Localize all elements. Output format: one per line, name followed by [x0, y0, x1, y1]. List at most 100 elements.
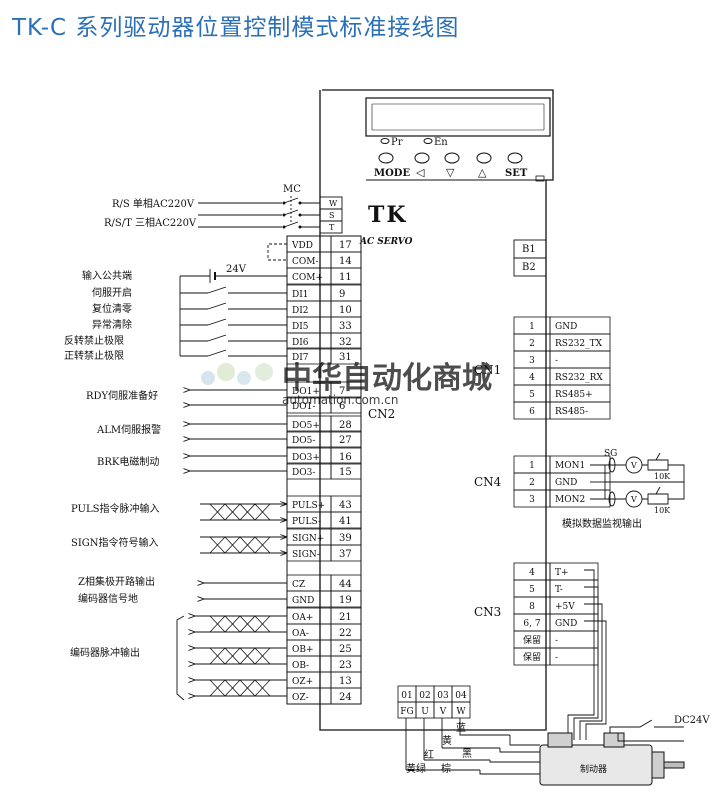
table-row-name: RS232_RX — [555, 373, 603, 383]
cn2-pin-name: GND — [292, 596, 314, 606]
wire-yellow-green: 黄绿 — [406, 762, 426, 775]
table-row-name: MON1 — [555, 461, 585, 471]
cn2-pin-name: VDD — [291, 241, 313, 251]
cn4-sg-label: SG — [604, 449, 617, 459]
contactor-label: MC — [283, 184, 301, 195]
label-servo-on: 伺服开启 — [92, 286, 132, 299]
label-puls: PULS指令脉冲输入 — [71, 502, 159, 515]
led-en-label: En — [434, 137, 448, 148]
brake-pin-b1: B1 — [522, 244, 536, 255]
cn2-pin-name: CZ — [292, 580, 305, 590]
cn2-pin-name: DO1- — [292, 402, 315, 412]
cn4-caption: 模拟数据监视输出 — [562, 517, 642, 530]
cn2-pin-number: 14 — [339, 256, 352, 267]
cn2-pin-number-cell — [330, 284, 362, 302]
cn2-pin-name: OA- — [292, 629, 309, 639]
cn2-pin-name: OB- — [292, 661, 309, 671]
label-z-phase: Z相集极开路输出 — [78, 575, 155, 588]
cn2-wiring — [176, 243, 287, 701]
motor-wiring — [405, 718, 540, 775]
motor-pin-number: 01 — [401, 691, 412, 701]
cn2-pin-number: 19 — [339, 595, 352, 606]
cn3-wiring — [567, 569, 607, 740]
cn2-pin-number: 6 — [339, 401, 345, 412]
dc24v-label: DC24V — [674, 715, 710, 726]
cn2-pin-number: 44 — [339, 579, 352, 590]
label-brk: BRK电磁制动 — [97, 455, 159, 468]
cn3-label: CN3 — [474, 605, 501, 619]
cn2-pin-number: 27 — [339, 435, 352, 446]
motor-pin-name: W — [456, 707, 466, 717]
table-row-no: 4 — [529, 568, 535, 578]
watermark-en: automation.com.cn — [282, 393, 399, 407]
table-row-no: 3 — [529, 495, 535, 505]
brake-label: 制动器 — [580, 763, 607, 775]
terminal-w: W — [329, 199, 338, 208]
cn2-pin-name: OZ+ — [292, 677, 313, 687]
cn2-pin-number: 31 — [339, 352, 352, 363]
terminal-t: T — [329, 223, 335, 232]
cn2-pin-name: SIGN+ — [292, 534, 324, 544]
cn2-pin-number: 9 — [339, 289, 345, 300]
cn4-monitor-wiring — [590, 452, 685, 508]
cn2-pin-number: 15 — [339, 467, 352, 478]
power-terminal-block — [198, 196, 343, 234]
model-label: AC SERVO — [359, 237, 413, 247]
cn2-pin-number: 16 — [339, 452, 352, 463]
table-row-no: 3 — [529, 356, 535, 366]
table-row-name: - — [555, 653, 558, 663]
cn2-pin-number: 33 — [339, 321, 352, 332]
table-row-no: 2 — [529, 478, 535, 488]
cn2-pin-name: DO3- — [292, 468, 315, 478]
pot-10k-1: 10K — [654, 472, 671, 481]
key-mode-label: MODE — [374, 168, 410, 179]
label-alm: ALM伺服报警 — [96, 423, 161, 436]
power-line-1: R/S 单相AC220V — [112, 197, 195, 210]
table-cell-name — [549, 489, 611, 508]
label-sign: SIGN指令符号输入 — [71, 536, 159, 549]
cn2-pin-name: OB+ — [292, 645, 314, 655]
cn2-pin-number: 23 — [339, 660, 352, 671]
wire-red: 红 — [424, 748, 434, 761]
label-reset: 复位清零 — [92, 302, 132, 315]
label-enc-pulse: 编码器脉冲输出 — [70, 646, 140, 659]
key-up-label: △ — [478, 166, 487, 179]
cn2-pin-name: OZ- — [292, 693, 309, 703]
cn2-pin-number: 10 — [339, 305, 352, 316]
brand-logo: TK — [368, 202, 408, 228]
motor-pin-name: U — [421, 707, 429, 717]
cn2-pin-number: 22 — [339, 628, 352, 639]
table-row-name: GND — [555, 478, 577, 488]
servo-motor-drawing — [539, 732, 685, 786]
motor-pin-name: FG — [400, 707, 413, 717]
cn2-pin-name: DO5- — [292, 436, 315, 446]
cn2-pin-number: 17 — [339, 240, 352, 251]
motor-pin-number: 04 — [455, 691, 467, 701]
label-common: 输入公共端 — [82, 269, 132, 282]
cn2-pin-name: DI2 — [292, 306, 309, 316]
motor-pin-name: V — [439, 707, 447, 717]
table-row-no: 8 — [529, 602, 535, 612]
cn2-pin-number: 21 — [339, 612, 352, 623]
brake-terminal-block — [513, 239, 547, 277]
motor-pin-number: 02 — [419, 691, 430, 701]
led-pr-label: Pr — [391, 137, 403, 148]
table-row-no: 1 — [529, 461, 535, 471]
wire-blue: 蓝 — [456, 722, 466, 734]
key-down-label: ▽ — [446, 166, 455, 179]
cn2-pin-name: DI1 — [292, 290, 309, 300]
pot-10k-2: 10K — [654, 506, 671, 515]
cn2-pin-number: 24 — [339, 692, 352, 703]
watermark-logo — [201, 363, 273, 385]
cn2-pin-name: PULS+ — [292, 501, 325, 511]
table-row-name: - — [555, 356, 558, 366]
cn2-pin-name: DI6 — [292, 338, 309, 348]
table-row-no: 2 — [529, 339, 535, 349]
label-rdy: RDY伺服准备好 — [86, 389, 158, 402]
motor-pin-name-cell — [451, 701, 471, 719]
cn2-pin-name: OA+ — [292, 613, 313, 623]
